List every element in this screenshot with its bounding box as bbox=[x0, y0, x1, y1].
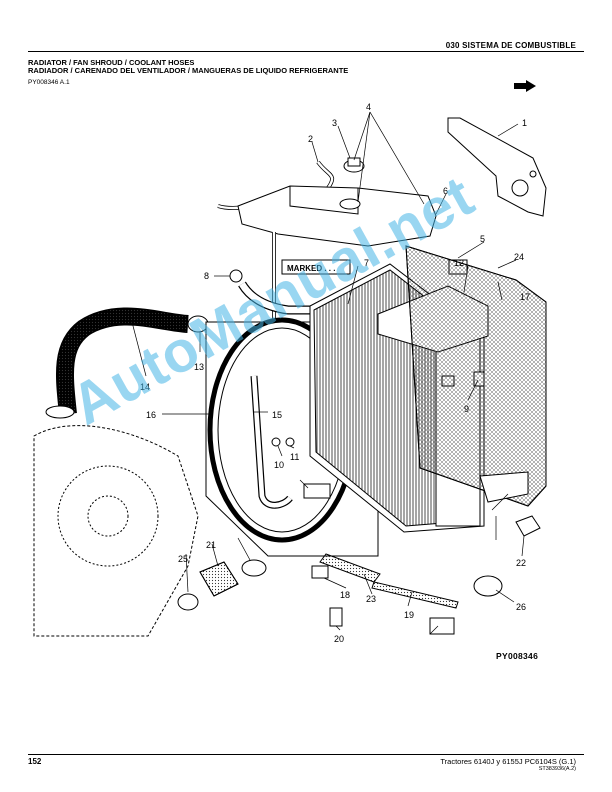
callout-12: 12 bbox=[454, 258, 464, 268]
callout-5: 5 bbox=[480, 234, 485, 244]
publication-code: ST383936(A.2) bbox=[538, 766, 576, 772]
callout-7: 7 bbox=[364, 258, 369, 268]
callout-numbers: 1 2 3 4 5 6 7 8 9 10 11 12 13 14 15 16 1… bbox=[140, 102, 530, 644]
callout-14: 14 bbox=[140, 382, 150, 392]
callout-1: 1 bbox=[522, 118, 527, 128]
callout-9: 9 bbox=[464, 404, 469, 414]
callout-11: 11 bbox=[290, 452, 299, 462]
callout-2: 2 bbox=[308, 134, 313, 144]
publication-info: Tractores 6140J y 6155J PC6104S (G.1) bbox=[440, 757, 576, 766]
callout-23: 23 bbox=[366, 594, 376, 604]
callout-24-top: 24 bbox=[514, 252, 524, 262]
callout-13-top: 13 bbox=[194, 362, 204, 372]
callout-26: 26 bbox=[516, 602, 526, 612]
exploded-diagram: MARKED . . . bbox=[33, 102, 547, 644]
callout-3: 3 bbox=[332, 118, 337, 128]
figure-code: PY008346 bbox=[496, 651, 539, 661]
callout-22: 22 bbox=[516, 558, 526, 568]
callout-4: 4 bbox=[366, 102, 371, 112]
callout-10: 10 bbox=[274, 460, 284, 470]
callout-20: 20 bbox=[334, 634, 344, 644]
callout-19: 19 bbox=[404, 610, 414, 620]
figure-reference: PY008346 A.1 bbox=[28, 79, 70, 86]
callout-8-top: 8 bbox=[204, 271, 209, 281]
callout-21: 21 bbox=[206, 540, 216, 550]
footer-rule bbox=[28, 754, 584, 755]
section-title: 030 SISTEMA DE COMBUSTIBLE bbox=[445, 41, 576, 50]
callout-6: 6 bbox=[443, 186, 448, 196]
page-title-es: RADIADOR / CARENADO DEL VENTILADOR / MAN… bbox=[28, 66, 349, 75]
direction-arrow-icon bbox=[514, 80, 536, 92]
page-number: 152 bbox=[28, 757, 42, 766]
callout-25: 25 bbox=[178, 554, 188, 564]
marked-label: MARKED . . . bbox=[287, 264, 335, 273]
header-rule bbox=[28, 51, 584, 52]
callout-18-left: 18 bbox=[340, 590, 350, 600]
callout-16: 16 bbox=[146, 410, 156, 420]
page-title-en: RADIATOR / FAN SHROUD / COOLANT HOSES bbox=[28, 58, 195, 67]
callout-15: 15 bbox=[272, 410, 282, 420]
callout-17-top: 17 bbox=[520, 292, 530, 302]
